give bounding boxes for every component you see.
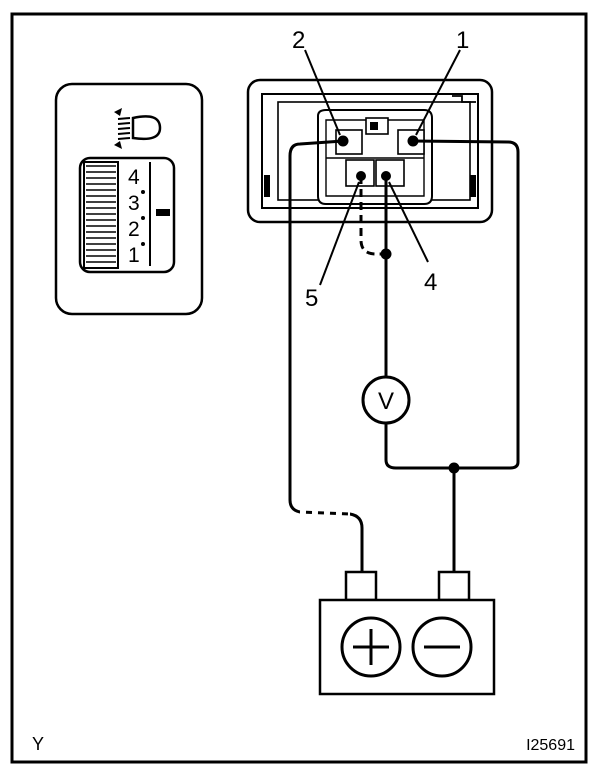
diagram-frame [10, 12, 588, 764]
headlight-level-switch: 4 3 2 1 [54, 82, 204, 316]
battery-positive-post [344, 570, 378, 602]
wire-terminal-2-to-positive [288, 139, 364, 574]
dial-number-1: 1 [128, 244, 140, 267]
battery [318, 570, 496, 696]
dial-number-4: 4 [128, 166, 140, 189]
wire-terminal-1 [411, 139, 520, 470]
headlight-level-icon [114, 108, 162, 149]
corner-letter: Y [32, 734, 44, 754]
dial-indicator-mark [156, 209, 170, 216]
pin-label-2: 2 [292, 27, 305, 54]
pin-label-1: 1 [456, 27, 469, 54]
junction-upper [380, 248, 392, 260]
switch-connector [246, 78, 494, 224]
dial-number-3: 3 [128, 192, 140, 215]
pin-label-4: 4 [424, 269, 437, 296]
thumbwheel[interactable] [83, 161, 119, 269]
battery-negative-post [437, 570, 471, 602]
junction-lower [448, 462, 460, 474]
voltmeter: V [361, 375, 411, 425]
voltmeter-symbol: V [378, 388, 394, 415]
figure-code: I25691 [526, 737, 575, 754]
pin-label-5: 5 [305, 285, 318, 312]
dial-number-2: 2 [128, 218, 140, 241]
wire-meter-return [384, 420, 456, 470]
